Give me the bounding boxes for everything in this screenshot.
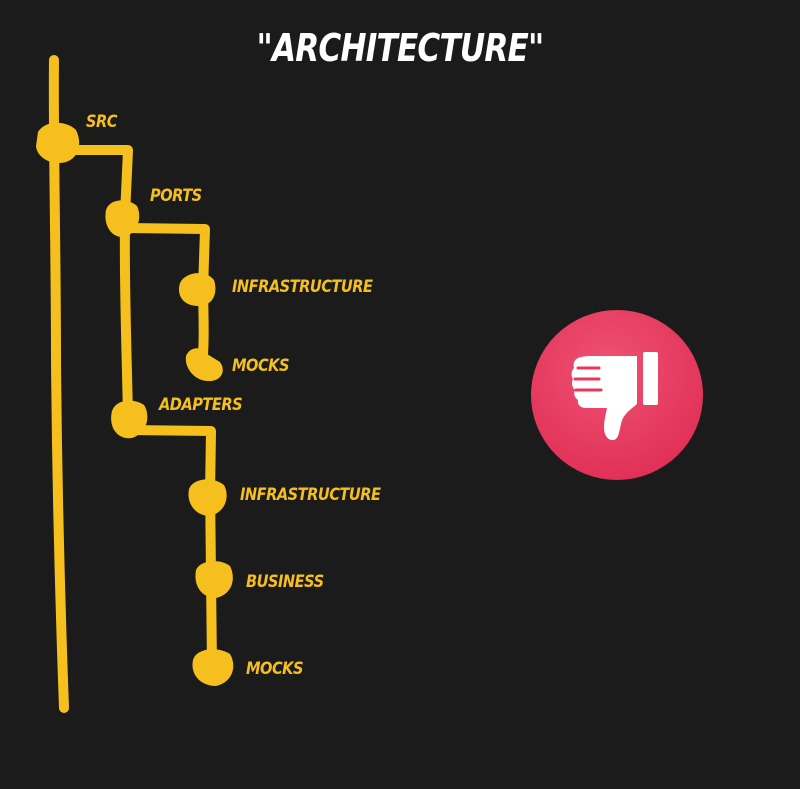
tree-label-ports-infrastructure: INFRASTRUCTURE [232,277,373,297]
slide-title: "ARCHITECTURE" [256,26,545,70]
tree-label-src: SRC [86,112,117,132]
tree-node-adapters-infrastructure [188,479,227,516]
thumbs-down-badge [531,310,703,480]
tree-node-adapters-business [195,561,233,598]
tree-node-adapters-mocks [192,649,234,686]
tree-label-adapters-business: BUSINESS [246,572,324,592]
branch-ports-adapters [119,210,133,423]
tree-node-ports [105,200,140,238]
tree-node-ports-infrastructure [178,273,216,306]
tree-node-adapters [111,400,148,439]
tree-label-adapters: ADAPTERS [159,395,243,415]
tree-label-ports: PORTS [150,186,202,206]
tree-node-src [36,122,80,164]
thumbs-down-icon [571,352,658,441]
tree-label-adapters-mocks: MOCKS [246,659,304,679]
branch-adapters-children [123,425,217,672]
tree-node-ports-mocks [185,348,223,382]
branch-src-ports [57,145,133,220]
tree-label-adapters-infrastructure: INFRASTRUCTURE [240,485,381,505]
tree-label-ports-mocks: MOCKS [232,356,290,376]
